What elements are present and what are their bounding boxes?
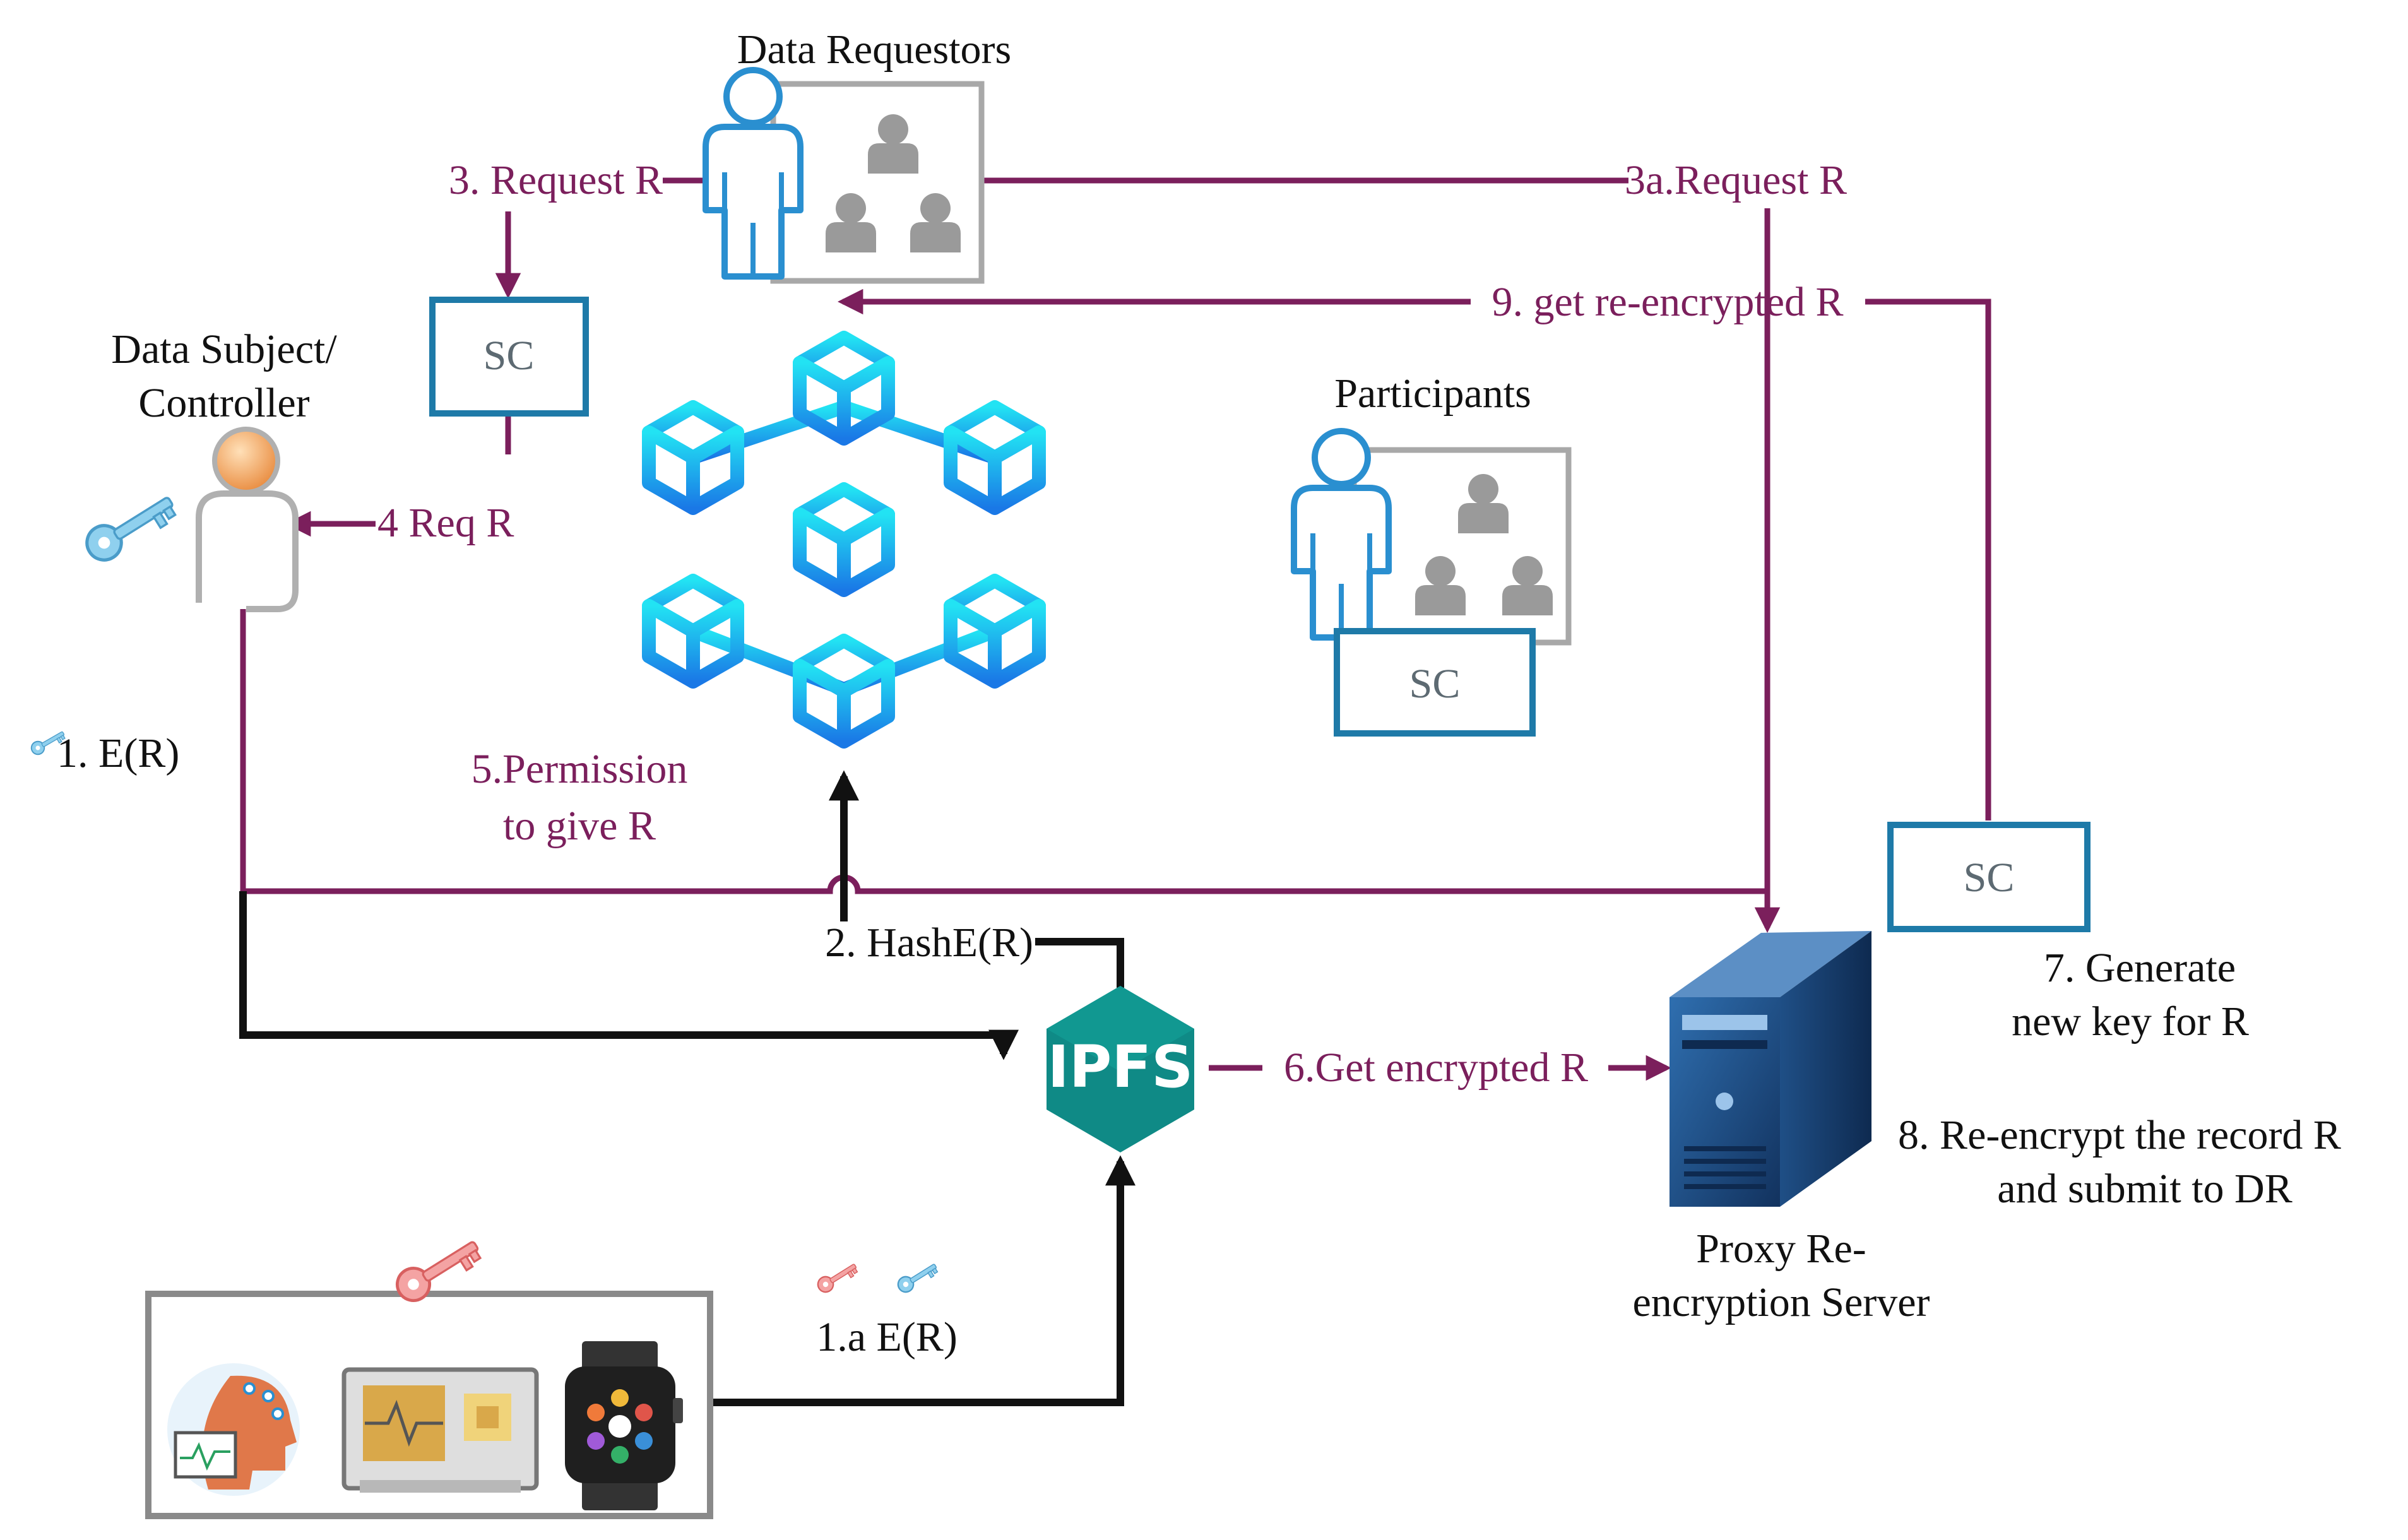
sc-box-left xyxy=(429,297,589,417)
step-3-label: 3. Request R xyxy=(449,157,663,203)
sc-box-right xyxy=(1887,822,2091,932)
patient-head-icon xyxy=(167,1363,300,1496)
data-requestors-label: Data Requestors xyxy=(737,27,1011,73)
server-icon xyxy=(1670,931,1871,1207)
proxy-server-label-line2: encryption Server xyxy=(1633,1279,1930,1325)
line-2-hash xyxy=(1035,938,1124,988)
black-flow-lines xyxy=(239,770,1136,1406)
data-requestors-group xyxy=(706,70,985,284)
step-6-label: 6.Get encrypted R xyxy=(1284,1045,1588,1091)
step-9-label: 9. get re-encrypted R xyxy=(1492,279,1843,325)
proxy-server-label-line1: Proxy Re- xyxy=(1696,1226,1866,1272)
devices-group xyxy=(145,1291,713,1519)
ipfs-label: IPFS xyxy=(1048,1033,1194,1101)
key-icon xyxy=(81,487,180,566)
arrow-1-e-r-to-ipfs xyxy=(239,891,1019,1060)
participants-label: Participants xyxy=(1334,370,1531,417)
step-1-label: 1. E(R) xyxy=(57,730,179,776)
step-8-label-line2: and submit to DR xyxy=(1997,1166,2292,1212)
blockchain-icon xyxy=(649,338,1039,742)
sc-box-participants xyxy=(1334,628,1536,737)
step-8-label-line1: 8. Re-encrypt the record R xyxy=(1898,1112,2341,1158)
key-icon xyxy=(894,1259,940,1296)
step-3a-label: 3a.Request R xyxy=(1625,157,1847,203)
step-1a-label: 1.a E(R) xyxy=(816,1314,958,1360)
step-7-label-line2: new key for R xyxy=(2012,998,2249,1045)
arrow-9-get-reencrypted xyxy=(1865,299,1991,820)
sc-label-participants: SC xyxy=(1409,661,1461,707)
participants-group xyxy=(1294,431,1572,737)
key-icon xyxy=(814,1259,860,1296)
step-5-label-line1: 5.Permission xyxy=(472,746,688,792)
data-subject-icon xyxy=(196,427,299,612)
data-subject-label-line1: Data Subject/ xyxy=(111,326,337,372)
step-5-label-line2: to give R xyxy=(503,803,656,849)
step-2-label: 2. HashE(R) xyxy=(825,920,1033,966)
step-4-label: 4 Req R xyxy=(377,500,514,546)
sc-label-right: SC xyxy=(1964,855,2015,901)
step-7-label-line1: 7. Generate xyxy=(2044,945,2236,991)
ipfs-hexagon-icon xyxy=(1047,986,1194,1152)
arrow-1a-to-ipfs xyxy=(710,1155,1136,1406)
monitor-icon xyxy=(341,1367,539,1493)
data-subject-label-line2: Controller xyxy=(138,380,309,426)
smartwatch-icon xyxy=(565,1341,683,1510)
sc-label-left: SC xyxy=(483,333,535,379)
